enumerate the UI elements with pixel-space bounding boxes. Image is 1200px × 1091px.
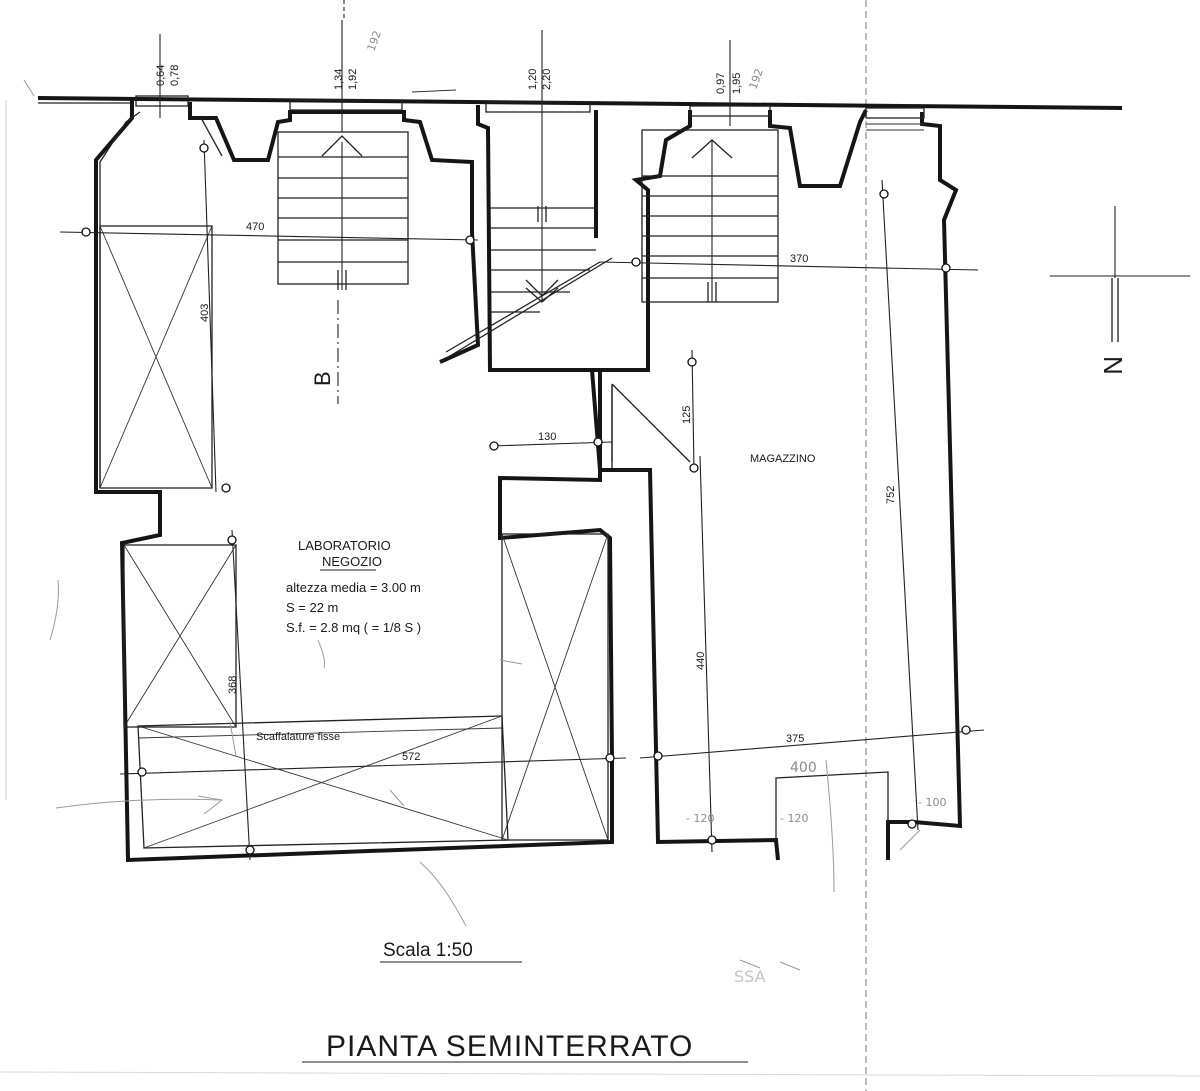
pencil-note-6: - 100 bbox=[918, 796, 946, 809]
dim-572: 572 bbox=[402, 751, 420, 763]
window-width-1a: 0,64 bbox=[155, 65, 167, 86]
stair-core-walls bbox=[476, 105, 692, 472]
dimension-nodes bbox=[81, 143, 971, 855]
room-name-magazzino: MAGAZZINO bbox=[750, 453, 816, 465]
pencil-note-7: SSA bbox=[734, 967, 766, 986]
room-area: S = 22 m bbox=[286, 600, 338, 615]
stair-left bbox=[277, 131, 409, 290]
room-name-negozio: NEGOZIO bbox=[322, 554, 382, 569]
window-width-1b: 0,78 bbox=[169, 65, 181, 86]
room-window-area: S.f. = 2.8 mq ( = 1/8 S ) bbox=[286, 620, 421, 635]
pencil-note-1: 192 bbox=[365, 29, 384, 53]
magazzino-walls bbox=[610, 109, 963, 861]
dimension-lines bbox=[59, 0, 985, 861]
dim-403: 403 bbox=[199, 304, 211, 322]
pencil-note-4: - 120 bbox=[686, 812, 714, 825]
pencil-note-5: - 120 bbox=[780, 812, 808, 825]
pencil-note-2: 192 bbox=[747, 67, 766, 91]
north-label: N bbox=[1098, 356, 1128, 375]
dim-440: 440 bbox=[695, 652, 707, 670]
window-width-4b: 1,95 bbox=[731, 73, 743, 94]
pencil-note-3: 400 bbox=[790, 760, 817, 776]
stair-centre bbox=[439, 110, 613, 363]
shelves-label: Scaffalature fisse bbox=[256, 731, 340, 743]
room-name-laboratorio: LABORATORIO bbox=[298, 538, 391, 553]
dim-370: 370 bbox=[790, 253, 808, 265]
dim-130: 130 bbox=[538, 431, 556, 443]
drawing-title: PIANTA SEMINTERRATO bbox=[326, 1030, 693, 1063]
north-arrow bbox=[1050, 206, 1190, 342]
section-marker: B bbox=[310, 371, 335, 386]
room-height: altezza media = 3.00 m bbox=[286, 580, 421, 595]
title-underlines bbox=[302, 89, 748, 1063]
window-width-2b: 1,92 bbox=[347, 69, 359, 90]
dim-375: 375 bbox=[786, 733, 804, 745]
window-width-3a: 1,20 bbox=[527, 69, 539, 90]
dim-368: 368 bbox=[227, 676, 239, 694]
window-width-4a: 0,97 bbox=[715, 73, 727, 94]
window-width-3b: 2,20 bbox=[541, 69, 553, 90]
scale-label: Scala 1:50 bbox=[383, 940, 473, 961]
dim-125: 125 bbox=[681, 406, 693, 424]
window-width-2a: 1,34 bbox=[333, 69, 345, 90]
facade-line bbox=[37, 96, 1123, 110]
dim-752: 752 bbox=[885, 486, 897, 504]
dim-470: 470 bbox=[246, 221, 264, 233]
door-swing bbox=[611, 383, 691, 463]
light-wells bbox=[99, 225, 609, 841]
stair-right bbox=[641, 129, 779, 303]
pencil-marks bbox=[23, 79, 921, 971]
fixed-shelves bbox=[137, 715, 509, 849]
